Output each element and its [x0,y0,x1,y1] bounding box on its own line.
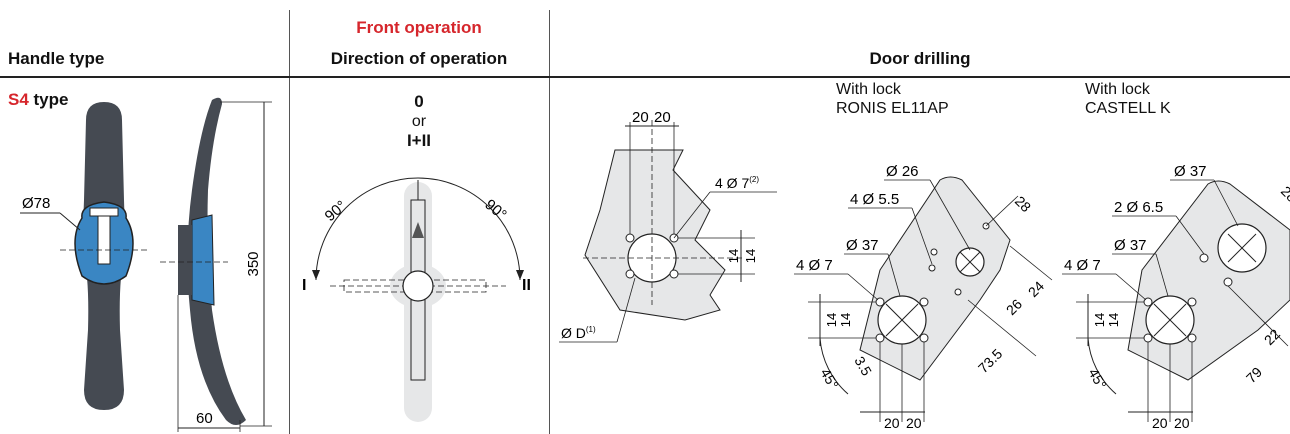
handle-width-dim: 60 [196,410,213,427]
drilling-2-d26b: 26 [1003,296,1025,318]
drilling-2-drawing: 20 20 14 14 45° 3.5 Ø 26 4 Ø 5.5 Ø 37 4 … [794,163,1053,431]
drilling-2-angle: 45° [817,366,841,392]
handle-drawing: Ø78 350 60 [20,97,272,432]
drilling-2-title-line2: RONIS EL11AP [836,100,949,117]
handle-type-suffix: type [28,90,69,109]
operation-i-ii: I+II [406,131,432,150]
drilling-2-d20b: 20 [906,415,922,431]
drilling-1-diameter: Ø D(1) [561,325,596,341]
drilling-2-title: With lock RONIS EL11AP [836,80,949,118]
drilling-2-d20a: 20 [884,415,900,431]
drilling-3-d14a: 14 [1092,313,1107,327]
drilling-3-drawing: 20 20 14 14 45° Ø 37 2 Ø 6.5 Ø 37 4 Ø 7 … [1062,163,1290,431]
drilling-2-d26: Ø 26 [886,163,919,180]
drilling-3-title-line1: With lock [1085,81,1150,98]
drilling-3-d14b: 14 [1106,313,1121,327]
drilling-2-d35: 3.5 [851,354,875,379]
drilling-2-d28: 28 [1012,193,1034,215]
drilling-2-d24: 24 [1025,278,1047,300]
drilling-1-dim-v1: 14 [726,249,741,263]
operation-pos-right: II [522,277,531,294]
drilling-2-d14a: 14 [824,313,839,327]
operation-zero: 0 [414,92,424,111]
drilling-1-dim-top2: 20 [654,109,671,126]
drilling-3-h7: 4 Ø 7 [1064,257,1101,274]
handle-front-bar [89,207,119,217]
drilling-3-title-line2: CASTELL K [1085,100,1171,117]
drilling-3-angle: 45° [1085,366,1109,392]
drilling-1-hole [625,233,635,243]
handle-side-grip [191,214,215,306]
handle-diameter-dim: Ø78 [22,195,50,212]
drilling-3-h65: 2 Ø 6.5 [1114,199,1163,216]
drilling-2-d14b: 14 [838,313,853,327]
drilling-3-d28: 28 [1278,183,1290,205]
drilling-3-d37top: Ø 37 [1174,163,1207,180]
drilling-2-d37: Ø 37 [846,237,879,254]
handle-front-slot [97,211,111,265]
operation-drawing: 90° 90° I II [302,177,531,422]
drilling-1-hole [669,269,679,279]
drilling-2-d735: 73.5 [975,345,1006,376]
drilling-1-drawing: 20 20 4 Ø 7(2) 14 14 Ø D(1) [559,109,777,343]
drilling-3-d20a: 20 [1152,415,1168,431]
header-front-operation: Front operation [356,18,482,37]
column-divider-1 [289,10,290,434]
header-direction: Direction of operation [330,49,508,68]
handle-side-base [178,225,192,295]
drilling-3-title: With lock CASTELL K [1085,80,1171,118]
drilling-2-h7: 4 Ø 7 [796,257,833,274]
handle-type-label: S4 type [8,90,68,110]
drilling-2-h55: 4 Ø 5.5 [850,191,899,208]
drilling-1-dim-top: 20 [632,109,649,126]
handle-side-body [187,97,246,425]
header-door-drilling: Door drilling [869,49,971,68]
handle-type-code: S4 [8,90,29,109]
header-handle-type: Handle type [8,49,105,68]
drilling-1-holes: 4 Ø 7(2) [715,175,759,191]
handle-height-dim: 350 [245,251,262,276]
operation-labels: 0 or I+II [289,92,549,151]
drilling-2-title-line1: With lock [836,81,901,98]
operation-pos-left: I [302,277,306,294]
operation-angle-right: 90° [481,196,509,224]
drilling-3-d37: Ø 37 [1114,237,1147,254]
drilling-1-dim-v2: 14 [743,249,758,263]
drilling-3-d79: 79 [1243,364,1265,386]
drilling-3-d22: 22 [1261,326,1283,348]
drilling-1-hole [625,269,635,279]
operation-or: or [411,113,427,130]
header-rule [0,76,1290,78]
drilling-3-d20b: 20 [1174,415,1190,431]
column-divider-2 [549,10,550,434]
operation-angle-left: 90° [322,197,350,225]
